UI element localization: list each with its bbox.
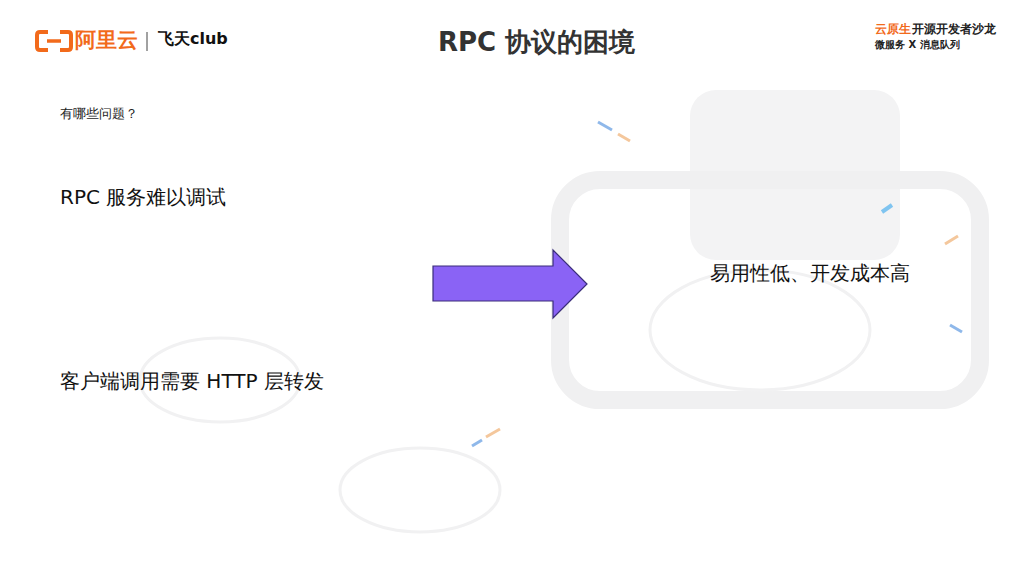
decor-dash bbox=[598, 122, 612, 130]
logo-text: 飞天club bbox=[158, 29, 228, 48]
decor-dash bbox=[945, 236, 958, 244]
event-name: 开源开发者沙龙 bbox=[912, 22, 996, 36]
decor-ring bbox=[340, 448, 500, 532]
decor-dash bbox=[618, 134, 630, 141]
decor-dash bbox=[882, 205, 892, 212]
conclusion-text: 易用性低、开发成本高 bbox=[710, 261, 910, 285]
decor-dash bbox=[950, 325, 962, 332]
logo-dash bbox=[47, 39, 61, 43]
problem-text: 客户端调用需要 HTTP 层转发 bbox=[60, 369, 324, 393]
logo-text: 阿里云 bbox=[75, 28, 138, 53]
decor-dash bbox=[486, 429, 500, 437]
slide-title: RPC 协议的困境 bbox=[438, 27, 635, 58]
event-subtitle: 微服务 X 消息队列 bbox=[875, 39, 960, 51]
event-name: 云原生 bbox=[875, 22, 911, 36]
decor-block bbox=[560, 180, 980, 400]
question-heading: 有哪些问题？ bbox=[60, 106, 138, 122]
logo-bracket bbox=[60, 32, 71, 50]
decor-dash bbox=[472, 440, 482, 446]
logo-bracket bbox=[37, 32, 48, 50]
alibaba-cloud-icon bbox=[37, 32, 71, 50]
logo-separator bbox=[147, 32, 148, 51]
problem-text: RPC 服务难以调试 bbox=[60, 185, 226, 209]
block-arrow bbox=[433, 250, 587, 318]
decor-ring bbox=[650, 270, 870, 390]
